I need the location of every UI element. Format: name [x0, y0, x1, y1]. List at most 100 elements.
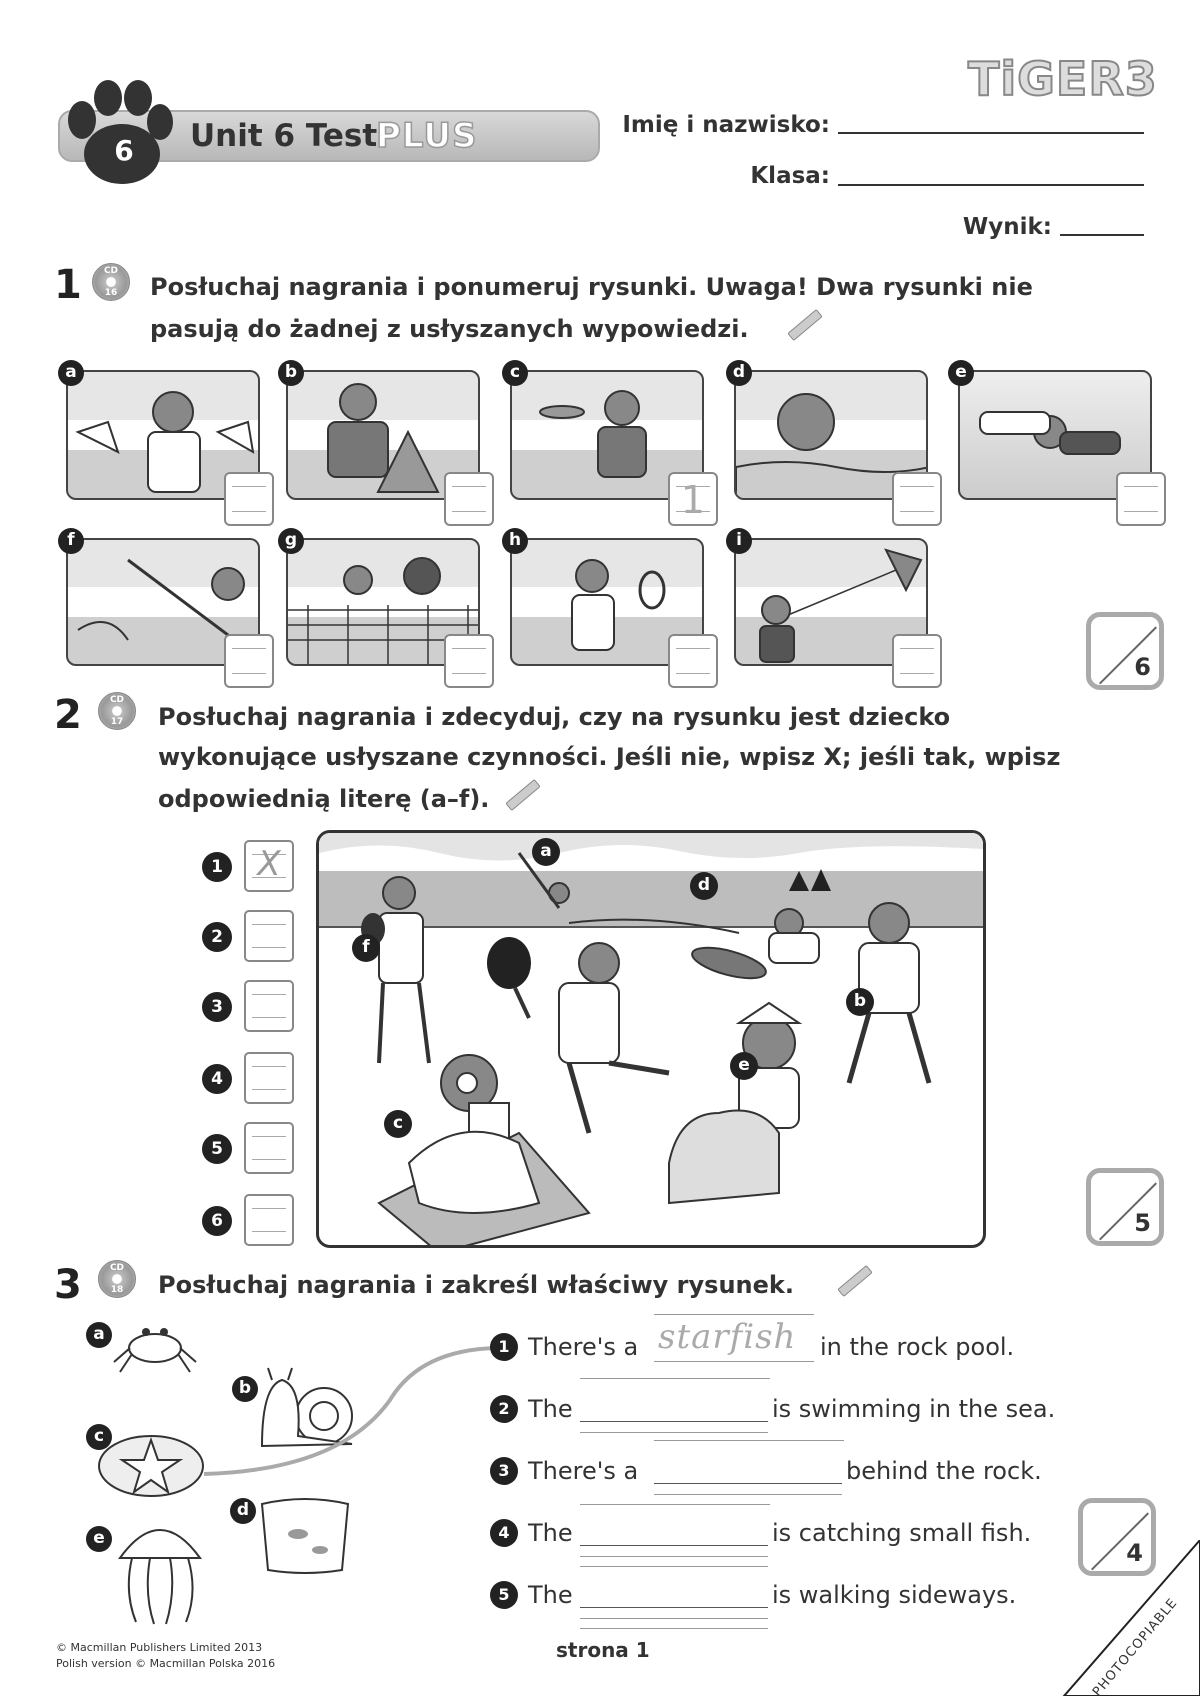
name-field[interactable] [838, 132, 1144, 134]
unit-plus-label: PLUS [375, 115, 478, 157]
picture-letter-g: g [278, 528, 304, 554]
cd-track: 17 [110, 717, 124, 727]
exercise-3-number: 3 [54, 1262, 82, 1308]
scene-letter-b: b [846, 988, 874, 1016]
exercise-1-instruction-line2: pasują do żadnej z usłyszanych wypowiedz… [150, 315, 749, 343]
creature-letter-b: b [232, 1376, 258, 1402]
unit-title: Unit 6 Test [190, 118, 378, 154]
sentence-5-answer-field[interactable] [580, 1582, 768, 1608]
class-label: Klasa: [750, 163, 830, 189]
item-number-1: 1 [202, 852, 232, 882]
sentence-3-before: There's a [528, 1457, 639, 1485]
tiger-logo: TiGER3 [967, 51, 1158, 107]
answer-box-h[interactable] [668, 634, 718, 688]
answer-box-5[interactable] [244, 1122, 294, 1174]
sentence-2-answer-field[interactable] [580, 1396, 768, 1422]
exercise-2-instruction-line2: wykonujące usłyszane czynności. Jeśli ni… [158, 743, 1061, 771]
cd-icon [98, 1260, 136, 1298]
picture-a [66, 370, 260, 500]
exercise-2-number: 2 [54, 692, 82, 738]
cd-track: 18 [110, 1285, 124, 1295]
paw-icon [68, 80, 173, 184]
answer-box-d[interactable] [892, 472, 942, 526]
sentence-1-after: in the rock pool. [820, 1333, 1015, 1361]
sentence-2-after: is swimming in the sea. [772, 1395, 1056, 1423]
cd-label: CD [109, 695, 125, 705]
creature-letter-c: c [86, 1424, 112, 1450]
exercise-2-instruction-line3: odpowiednią literę (a–f). [158, 785, 490, 813]
picture-letter-c: c [502, 360, 528, 386]
picture-b-illustration [327, 383, 440, 493]
picture-letter-h: h [502, 528, 528, 554]
creature-letter-a: a [86, 1322, 112, 1348]
answer-box-a[interactable] [224, 472, 274, 526]
sentence-number-2: 2 [490, 1395, 518, 1423]
score-label: Wynik: [962, 214, 1052, 240]
picture-d-illustration [736, 393, 926, 498]
exercise-1-instruction-line1: Posłuchaj nagrania i ponumeruj rysunki. … [150, 273, 1033, 301]
picture-e-illustration [979, 411, 1121, 455]
answer-box-6[interactable] [244, 1194, 294, 1246]
example-connecting-line [203, 1346, 497, 1476]
answer-box-1[interactable]: X [244, 840, 294, 892]
sentence-1-answer: starfish [658, 1317, 797, 1357]
cd-label: CD [103, 266, 119, 276]
answer-box-e[interactable] [1116, 472, 1166, 526]
scene-letter-f: f [352, 934, 380, 962]
answer-box-3[interactable] [244, 980, 294, 1032]
class-field[interactable] [838, 184, 1144, 186]
picture-c [510, 370, 704, 500]
exercise-3-instruction: Posłuchaj nagrania i zakreśl właściwy ry… [158, 1271, 794, 1299]
cd-icon [98, 692, 136, 730]
picture-h-illustration [571, 559, 666, 651]
jellyfish-icon [118, 1529, 202, 1625]
sentence-4-answer-field[interactable] [580, 1520, 768, 1546]
sentence-3-after: behind the rock. [846, 1457, 1042, 1485]
item-number-5: 5 [202, 1134, 232, 1164]
answer-box-2[interactable] [244, 910, 294, 962]
page-number: strona 1 [556, 1638, 650, 1662]
name-label: Imię i nazwisko: [622, 112, 830, 138]
sentence-5-before: The [528, 1581, 573, 1609]
copyright-line-1: © Macmillan Publishers Limited 2013 [56, 1641, 263, 1654]
creature-letter-d: d [230, 1498, 256, 1524]
scene-letter-c: c [384, 1110, 412, 1138]
answer-box-f[interactable] [224, 634, 274, 688]
sentence-1-answer-field[interactable]: starfish [654, 1314, 814, 1362]
picture-h [510, 538, 704, 666]
picture-a-illustration [75, 391, 255, 493]
sentence-4-after: is catching small fish. [772, 1519, 1032, 1547]
sentence-1-before: There's a [528, 1333, 639, 1361]
sentence-number-4: 4 [490, 1519, 518, 1547]
copyright-line-2: Polish version © Macmillan Polska 2016 [56, 1657, 276, 1670]
score-field[interactable] [1060, 234, 1144, 236]
answer-box-i[interactable] [892, 634, 942, 688]
answer-box-4[interactable] [244, 1052, 294, 1104]
answer-box-b[interactable] [444, 472, 494, 526]
snail-icon [260, 1367, 353, 1448]
cd-icon [92, 263, 130, 301]
sentence-2-before: The [528, 1395, 573, 1423]
item-number-3: 3 [202, 992, 232, 1022]
answer-box-c[interactable]: 1 [668, 472, 718, 526]
creature-letter-e: e [86, 1526, 112, 1552]
exercise-2-score-box[interactable]: 5 [1086, 1168, 1164, 1246]
cd-label: CD [109, 1263, 125, 1273]
sentence-number-1: 1 [490, 1333, 518, 1361]
picture-letter-e: e [948, 360, 974, 386]
scene-letter-e: e [730, 1052, 758, 1080]
sentence-3-answer-field[interactable] [654, 1458, 842, 1484]
exercise-2-instruction-line1: Posłuchaj nagrania i zdecyduj, czy na ry… [158, 703, 951, 731]
sentence-4-before: The [528, 1519, 573, 1547]
exercise-3-score-box[interactable]: 4 [1078, 1498, 1156, 1576]
photocopiable-corner [1062, 1540, 1200, 1696]
picture-c-illustration [539, 390, 647, 478]
item-number-2: 2 [202, 922, 232, 952]
picture-i-illustration [759, 548, 923, 663]
beach-scene-illustration [319, 833, 983, 1245]
exercise-1-score-box[interactable]: 6 [1086, 612, 1164, 690]
sentence-number-3: 3 [490, 1457, 518, 1485]
exercise-1-number: 1 [54, 262, 82, 308]
answer-box-g[interactable] [444, 634, 494, 688]
beach-scene [316, 830, 986, 1248]
